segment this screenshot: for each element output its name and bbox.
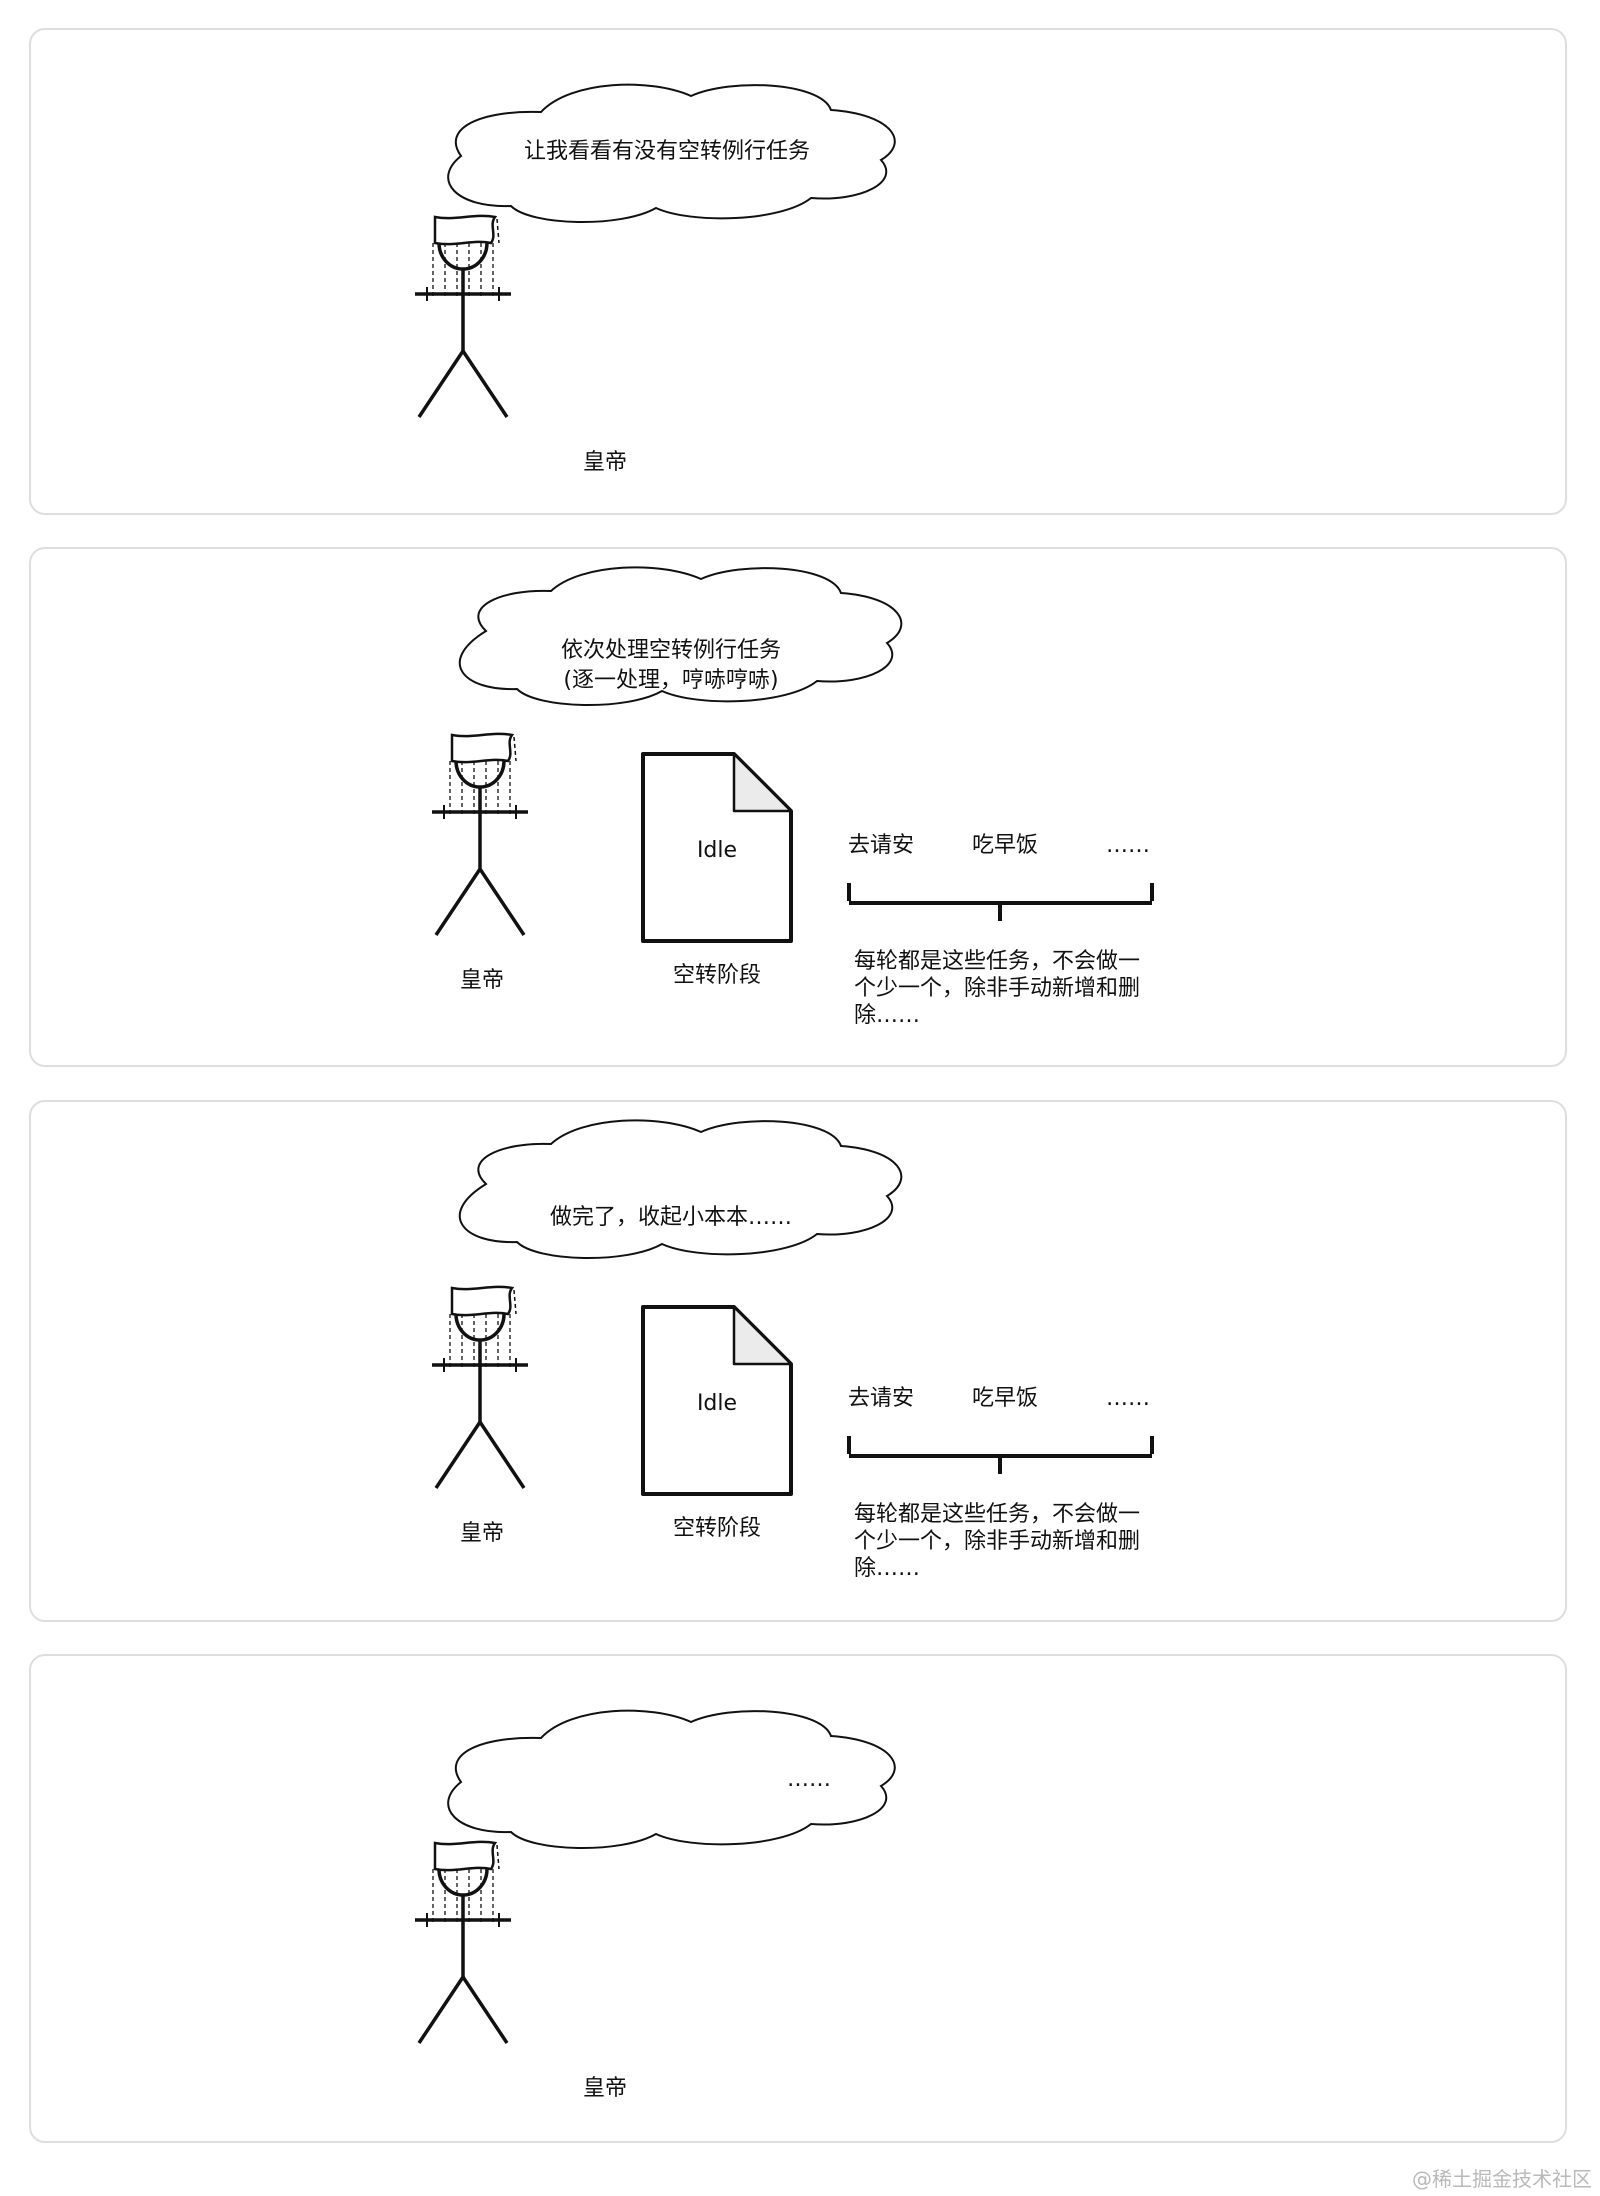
- panel-1-drawing: 让我看看有没有空转例行任务 皇帝: [415, 83, 896, 475]
- panel-4-drawing: …… 皇帝: [415, 1709, 896, 2101]
- document-title: Idle: [697, 1391, 737, 1416]
- note-line-1: 每轮都是这些任务，不会做一: [854, 949, 1140, 974]
- document-caption: 空转阶段: [673, 1516, 761, 1541]
- document-icon: Idle: [641, 752, 793, 943]
- hat: [450, 732, 515, 764]
- emperor-figure: [415, 1840, 511, 2044]
- head: [454, 760, 506, 789]
- hat: [450, 1285, 515, 1317]
- panel-3-drawing: 做完了，收起小本本…… 皇帝 Idle 空转阶段 去请安 吃早饭 …… 每轮都是…: [432, 1119, 1154, 1581]
- thought-bubble: ……: [447, 1709, 896, 1850]
- comic-panel-4: …… 皇帝: [29, 1654, 1567, 2143]
- head: [437, 1868, 489, 1897]
- note-line-1: 每轮都是这些任务，不会做一: [854, 1502, 1140, 1527]
- document-caption: 空转阶段: [673, 963, 761, 988]
- bubble-text-line-2: (逐一处理，哼哧哼哧): [563, 668, 778, 693]
- thought-bubble: 让我看看有没有空转例行任务: [447, 83, 896, 224]
- hat: [433, 214, 498, 246]
- comic-panel-1: 让我看看有没有空转例行任务 皇帝: [29, 28, 1567, 515]
- panel-2-drawing: 依次处理空转例行任务 (逐一处理，哼哧哼哧) 皇帝 Idle 空转阶段 去请安 …: [432, 566, 1154, 1028]
- emperor-figure: [432, 1285, 528, 1489]
- actor-label: 皇帝: [460, 1521, 504, 1546]
- note-line-2: 个少一个，除非手动新增和删: [854, 976, 1140, 1001]
- emperor-figure: [415, 214, 511, 418]
- document-title: Idle: [697, 838, 737, 863]
- task-bracket: [847, 883, 1154, 921]
- task-3: ……: [1106, 1386, 1150, 1411]
- emperor-figure: [432, 732, 528, 936]
- head: [437, 242, 489, 271]
- bubble-text: 做完了，收起小本本……: [550, 1205, 792, 1230]
- watermark: @稀土掘金技术社区: [1412, 2167, 1592, 2191]
- task-3: ……: [1106, 833, 1150, 858]
- task-1: 去请安: [848, 833, 914, 858]
- thought-bubble: 做完了，收起小本本……: [458, 1119, 903, 1260]
- bubble-text-line-1: 依次处理空转例行任务: [561, 638, 781, 663]
- comic-panel-2: 依次处理空转例行任务 (逐一处理，哼哧哼哧) 皇帝 Idle 空转阶段 去请安 …: [29, 547, 1567, 1067]
- note-line-3: 除……: [854, 1003, 920, 1028]
- task-2: 吃早饭: [972, 1386, 1038, 1411]
- thought-bubble: 依次处理空转例行任务 (逐一处理，哼哧哼哧): [458, 566, 903, 707]
- actor-label: 皇帝: [460, 968, 504, 993]
- actor-label: 皇帝: [583, 450, 627, 475]
- document-icon: Idle: [641, 1305, 793, 1496]
- hat: [433, 1840, 498, 1872]
- task-bracket: [847, 1436, 1154, 1474]
- comic-panel-3: 做完了，收起小本本…… 皇帝 Idle 空转阶段 去请安 吃早饭 …… 每轮都是…: [29, 1100, 1567, 1622]
- head: [454, 1313, 506, 1342]
- note-line-3: 除……: [854, 1556, 920, 1581]
- bubble-text: ……: [787, 1767, 831, 1792]
- task-1: 去请安: [848, 1386, 914, 1411]
- note-line-2: 个少一个，除非手动新增和删: [854, 1529, 1140, 1554]
- task-2: 吃早饭: [972, 833, 1038, 858]
- bubble-text: 让我看看有没有空转例行任务: [524, 139, 810, 164]
- actor-label: 皇帝: [583, 2076, 627, 2101]
